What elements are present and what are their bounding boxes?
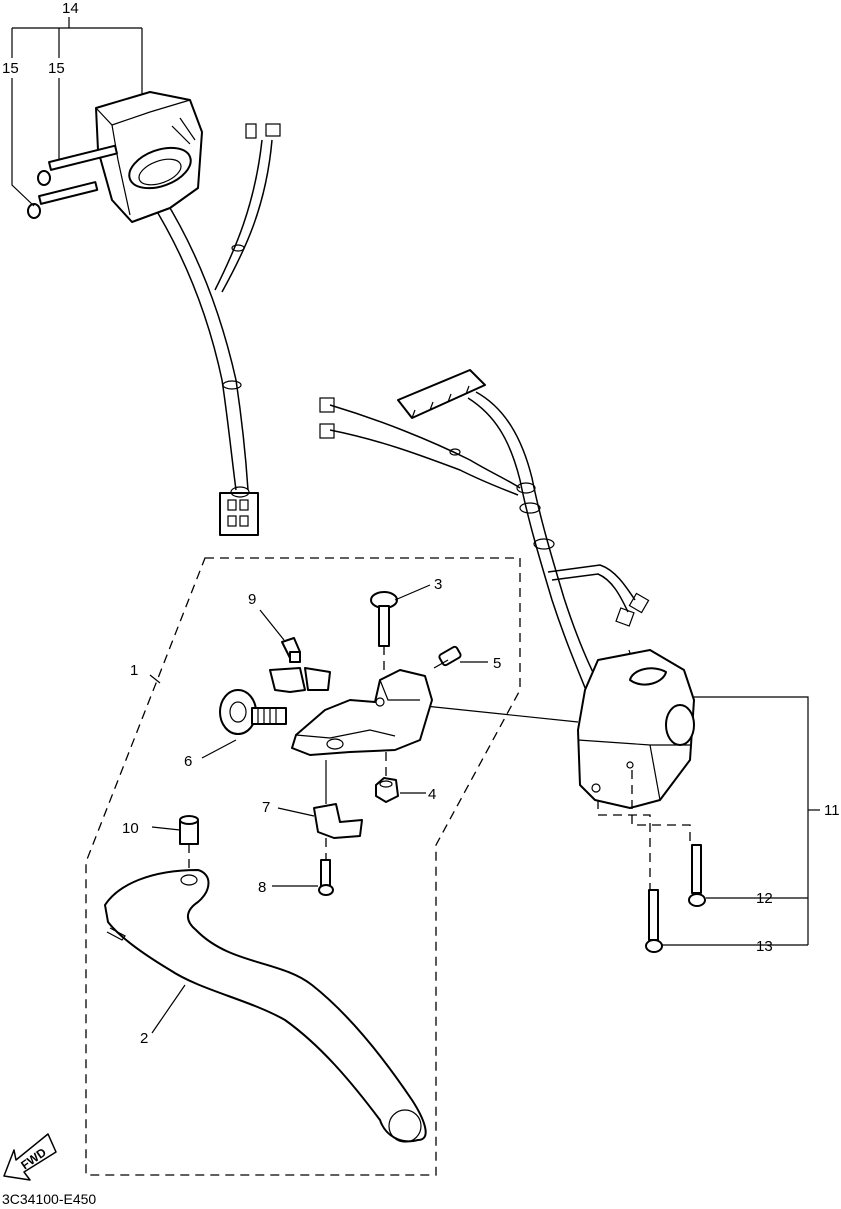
bracket-part [269,667,331,693]
callout-12: 12 [756,890,773,907]
callout-8: 8 [258,879,266,896]
screw-9 [281,637,301,663]
callout-6: 6 [184,753,192,770]
screw-8 [318,838,334,896]
screw-15-upper [37,144,118,186]
screw-15-lower [27,181,99,219]
callout-15-right: 15 [48,60,65,77]
screw-12 [688,844,706,907]
callout-10: 10 [122,820,139,837]
assembly-boundary [85,557,521,1176]
lever-holder [291,669,433,756]
right-wire-harness [319,369,650,701]
collar-10 [179,815,199,870]
bolt-3 [370,591,398,670]
brake-switch-7 [313,760,363,839]
brake-lever-2 [104,869,427,1143]
callout-9: 9 [248,591,256,608]
callout-lines-14-15 [11,17,143,207]
right-handlebar-switch [577,649,695,809]
callout-7: 7 [262,799,270,816]
callout-1: 1 [130,662,138,679]
screw-13 [645,889,663,953]
callout-3: 3 [434,576,442,593]
screw-5 [433,645,462,669]
leader-lever-to-switch [424,705,579,723]
leader-lines [151,584,488,1034]
callout-2: 2 [140,1030,148,1047]
callout-13: 13 [756,938,773,955]
nut-4 [375,752,399,803]
fwd-arrow: FWD [3,1133,57,1181]
callout-labels: 14 15 15 9 3 1 5 6 4 7 11 10 8 12 13 2 [2,0,840,1047]
callout-lines-11-13 [597,696,820,946]
diagram-code: 3C34100-E450 [2,1191,96,1207]
callout-11: 11 [824,802,840,819]
callout-5: 5 [493,655,501,672]
callout-14: 14 [62,0,79,17]
adjuster-6 [219,689,287,735]
callout-15-left: 15 [2,60,19,77]
callout-4: 4 [428,786,436,803]
left-handlebar-switch [27,91,281,536]
